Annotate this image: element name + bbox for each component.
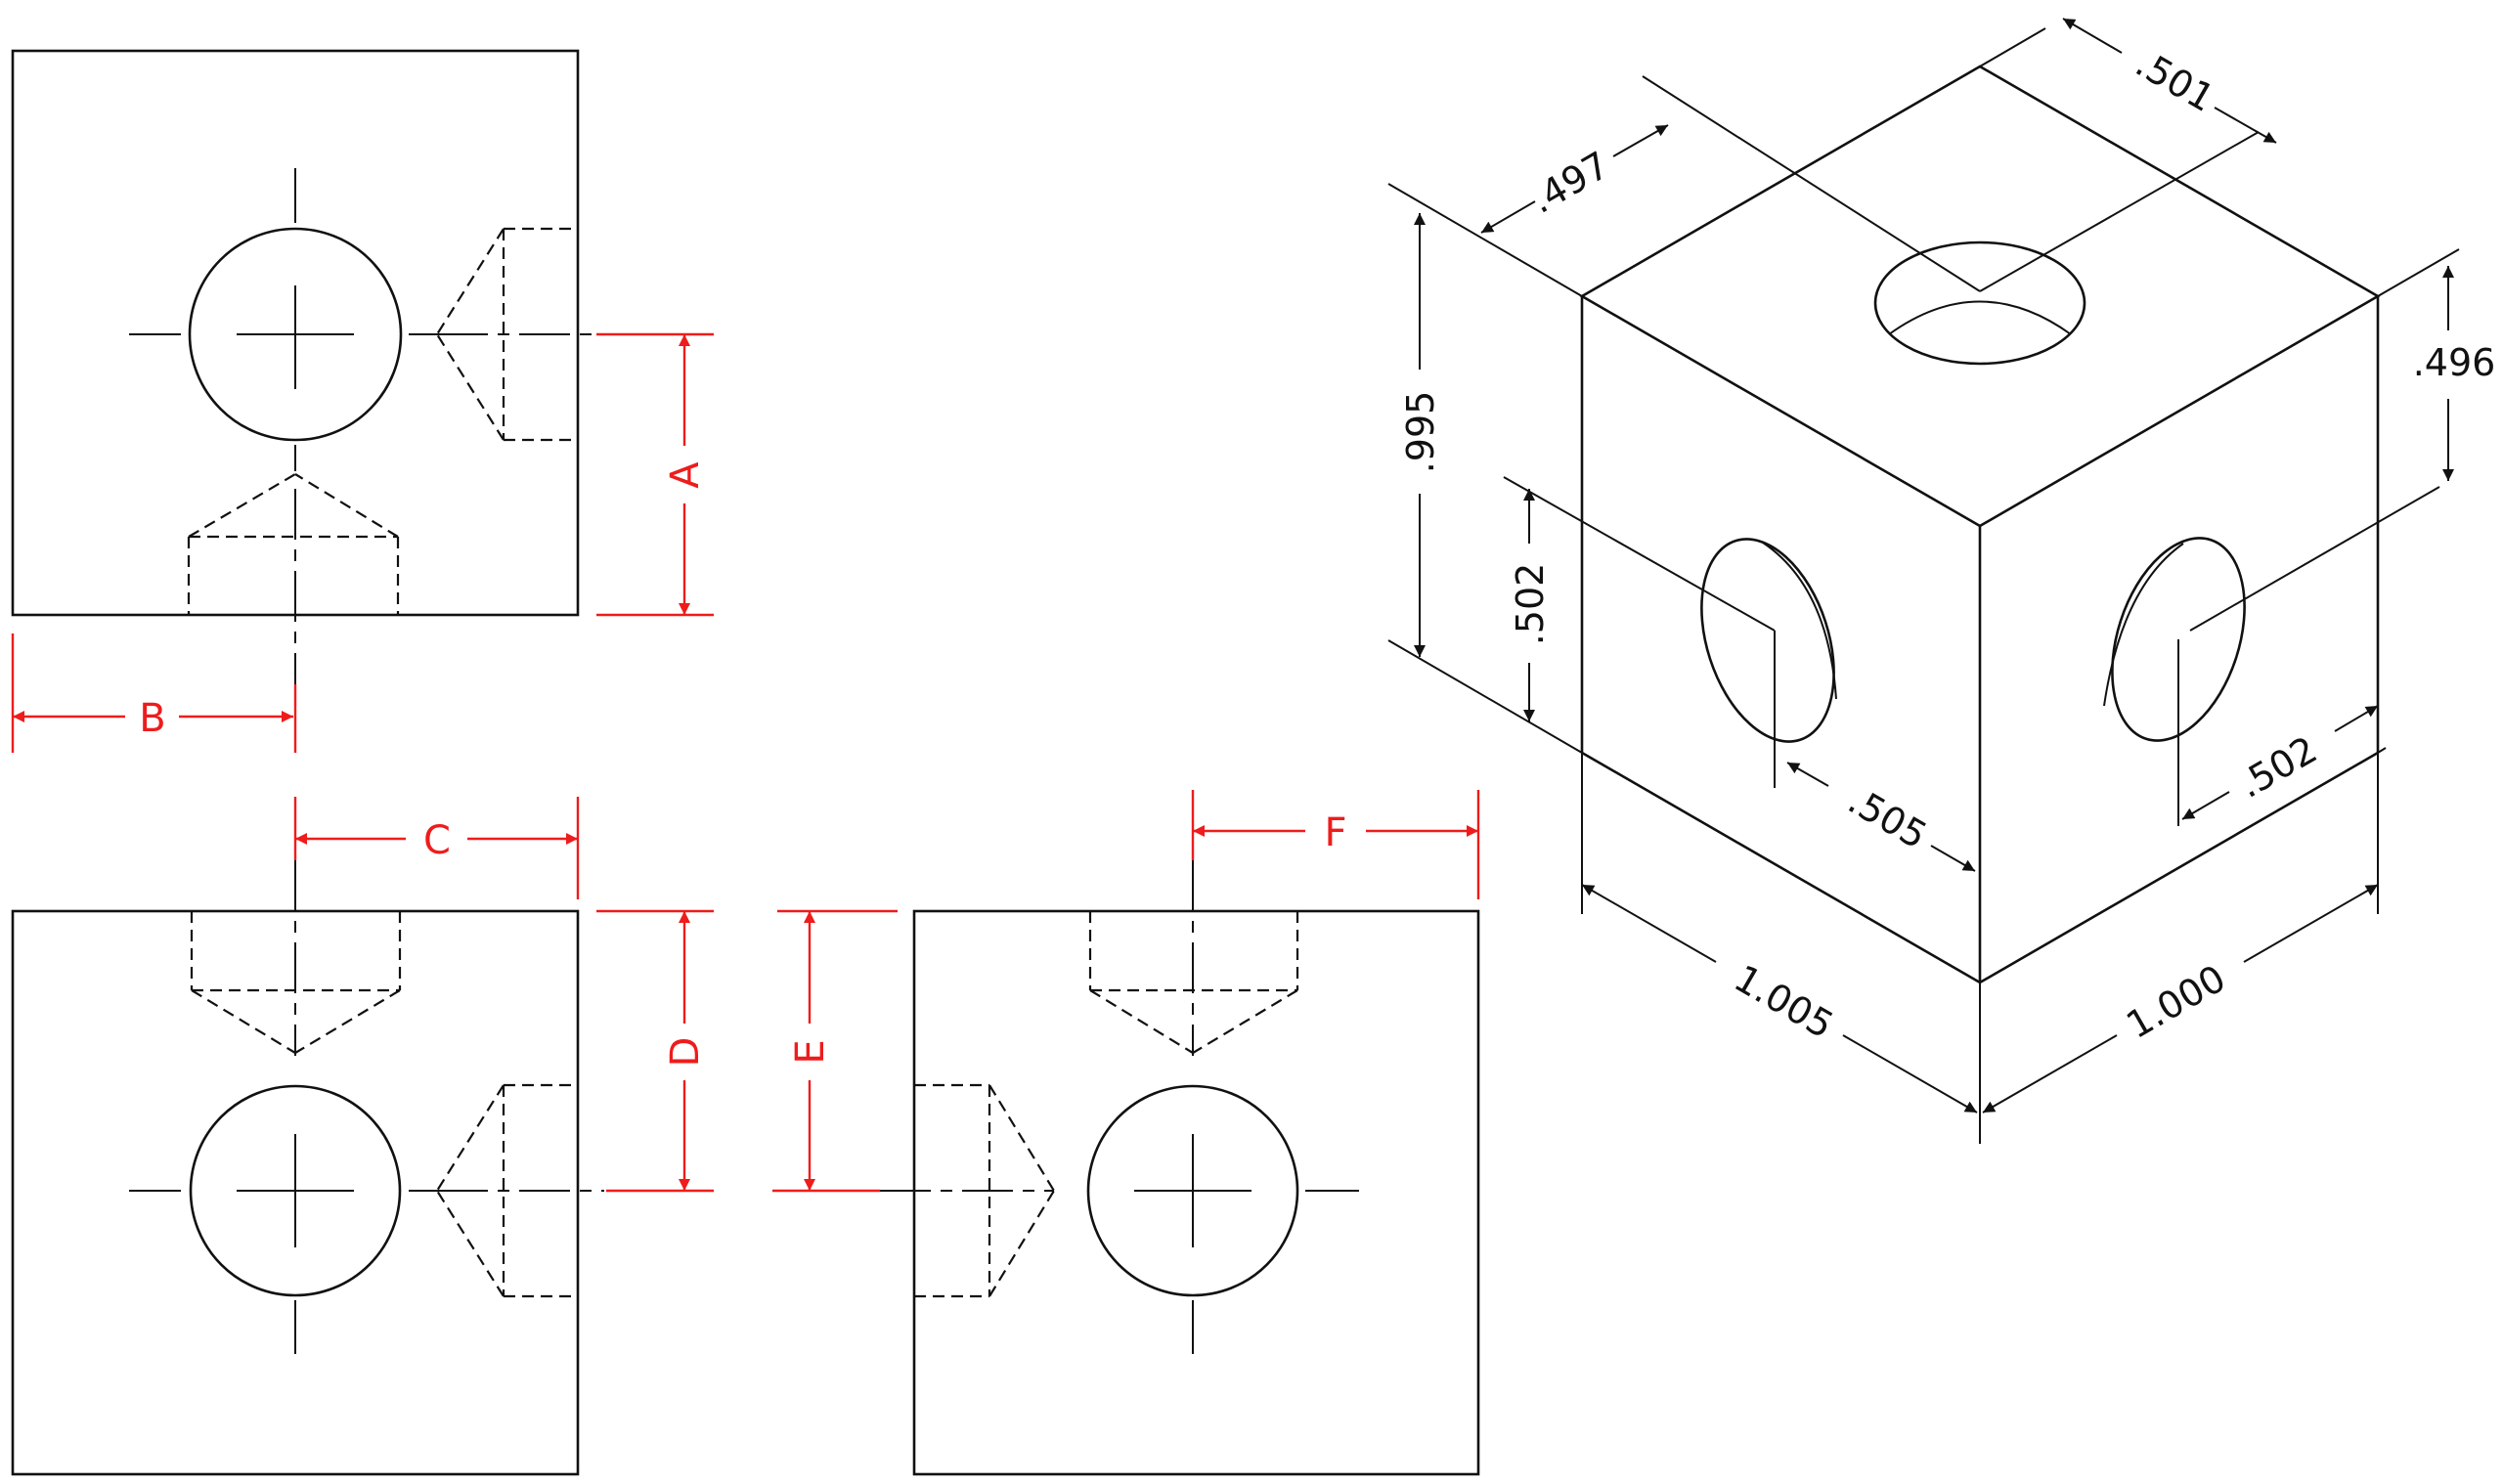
isometric-top-hole [1642, 75, 2260, 366]
top-view [11, 49, 604, 684]
front-view [11, 860, 604, 1476]
iso-dimension-1005-label: 1.005 [1727, 956, 1840, 1047]
dimension-f-label: F [1324, 810, 1346, 855]
dimension-a-label: A [663, 461, 708, 489]
dimension-c-label: C [423, 818, 451, 863]
dimension-c: C [293, 797, 580, 899]
iso-dimension-505: .505 [1786, 762, 1976, 872]
front-view-hole [189, 1084, 402, 1297]
isometric-view: .501 .497 .995 .496 .502 [1387, 18, 2496, 1144]
iso-dimension-505-label: .505 [1841, 779, 1934, 857]
iso-dimension-1005: 1.005 [1581, 884, 1978, 1113]
iso-dimension-497: .497 [1480, 124, 1669, 234]
iso-dimension-501: .501 [2062, 18, 2277, 144]
iso-dimension-497-label: .497 [1523, 144, 1616, 222]
side-view-hole [1086, 1084, 1299, 1297]
dimension-a: A [596, 332, 714, 617]
top-view-centerlines [129, 168, 438, 684]
iso-dimension-502-right: .502 [2181, 705, 2379, 820]
front-view-hidden-right-hole [436, 1083, 604, 1298]
dimension-d: D [596, 909, 714, 1193]
iso-dimension-496: .496 [2413, 266, 2496, 481]
top-view-hidden-right-hole [436, 227, 604, 442]
top-view-hole [188, 227, 403, 442]
isometric-right-hole [2103, 486, 2440, 826]
iso-dimension-502-left: .502 [1509, 489, 1552, 721]
front-view-centerlines [129, 860, 438, 1354]
iso-dimension-1000-label: 1.000 [2119, 956, 2232, 1047]
side-view-hidden-top-hole [1088, 911, 1299, 1054]
iso-dimension-496-label: .496 [2413, 341, 2496, 384]
dimension-e: E [772, 909, 898, 1193]
dimension-b-label: B [139, 696, 165, 741]
side-view-outline [912, 909, 1480, 1476]
side-view-hidden-left-hole [880, 1083, 1055, 1298]
side-view-centerlines [1134, 860, 1359, 1354]
dimension-f: F [1191, 790, 1480, 899]
isometric-left-hole [1503, 476, 1837, 788]
iso-dimension-1000: 1.000 [1982, 884, 2379, 1113]
iso-dimension-501-label: .501 [2129, 42, 2221, 120]
front-view-hidden-top-hole [190, 911, 402, 1054]
side-view [880, 860, 1480, 1476]
iso-dimension-502-right-label: .502 [2231, 728, 2324, 807]
dimension-b: B [11, 633, 297, 753]
iso-dimension-995-label: .995 [1399, 391, 1442, 474]
top-view-hidden-bottom-hole [187, 473, 400, 615]
dimension-d-label: D [663, 1037, 708, 1068]
iso-dimension-995: .995 [1399, 213, 1442, 657]
dimension-e-label: E [788, 1039, 833, 1064]
iso-dimension-502-left-label: .502 [1509, 563, 1552, 646]
